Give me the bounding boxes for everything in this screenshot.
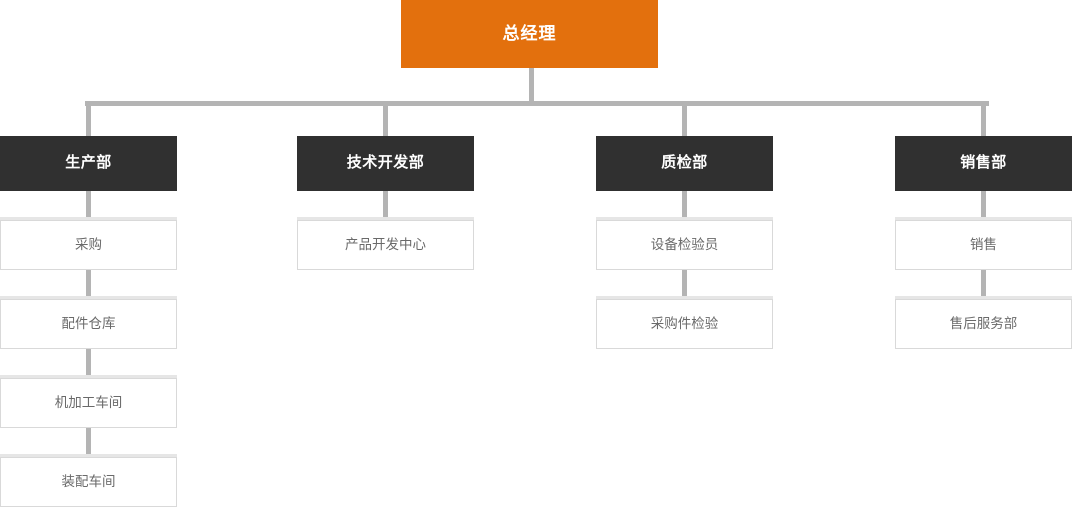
node-general-manager[interactable]: 总经理: [401, 0, 658, 68]
connector-quality-child-1: [682, 191, 687, 222]
node-label-technology-child-1: 产品开发中心: [345, 236, 426, 252]
connector-production-child-2: [86, 270, 91, 301]
connector-branch-quality: [682, 101, 687, 136]
node-department-production[interactable]: 生产部: [0, 136, 177, 191]
node-production-child-4[interactable]: 装配车间: [0, 457, 177, 507]
connector-production-child-3: [86, 349, 91, 380]
connector-production-child-1: [86, 191, 91, 222]
node-department-technology[interactable]: 技术开发部: [297, 136, 474, 191]
connector-horizontal-bar: [85, 101, 989, 106]
node-department-quality[interactable]: 质检部: [596, 136, 773, 191]
node-production-child-3[interactable]: 机加工车间: [0, 378, 177, 428]
node-production-child-2[interactable]: 配件仓库: [0, 299, 177, 349]
connector-sales-child-1: [981, 191, 986, 222]
node-label-department-sales: 销售部: [960, 154, 1007, 172]
node-label-sales-child-2: 售后服务部: [949, 315, 1018, 331]
connector-quality-child-2: [682, 270, 687, 301]
node-label-department-technology: 技术开发部: [346, 154, 425, 172]
node-label-quality-child-2: 采购件检验: [650, 315, 719, 331]
connector-sales-child-2: [981, 270, 986, 301]
node-label-production-child-4: 装配车间: [61, 473, 116, 489]
node-label-department-quality: 质检部: [661, 154, 708, 172]
connector-branch-technology: [383, 101, 388, 136]
node-sales-child-1[interactable]: 销售: [895, 220, 1072, 270]
node-department-sales[interactable]: 销售部: [895, 136, 1072, 191]
connector-branch-production: [86, 101, 91, 136]
node-label-production-child-2: 配件仓库: [61, 315, 116, 331]
node-label-general-manager: 总经理: [502, 24, 557, 44]
node-label-quality-child-1: 设备检验员: [650, 236, 719, 252]
node-technology-child-1[interactable]: 产品开发中心: [297, 220, 474, 270]
node-production-child-1[interactable]: 采购: [0, 220, 177, 270]
node-label-department-production: 生产部: [65, 154, 112, 172]
node-label-production-child-3: 机加工车间: [54, 394, 123, 410]
node-quality-child-1[interactable]: 设备检验员: [596, 220, 773, 270]
node-label-production-child-1: 采购: [75, 236, 102, 252]
connector-technology-child-1: [383, 191, 388, 222]
node-sales-child-2[interactable]: 售后服务部: [895, 299, 1072, 349]
node-label-sales-child-1: 销售: [970, 236, 997, 252]
connector-branch-sales: [981, 101, 986, 136]
connector-production-child-4: [86, 428, 91, 459]
node-quality-child-2[interactable]: 采购件检验: [596, 299, 773, 349]
connector-root-stem: [529, 68, 534, 106]
